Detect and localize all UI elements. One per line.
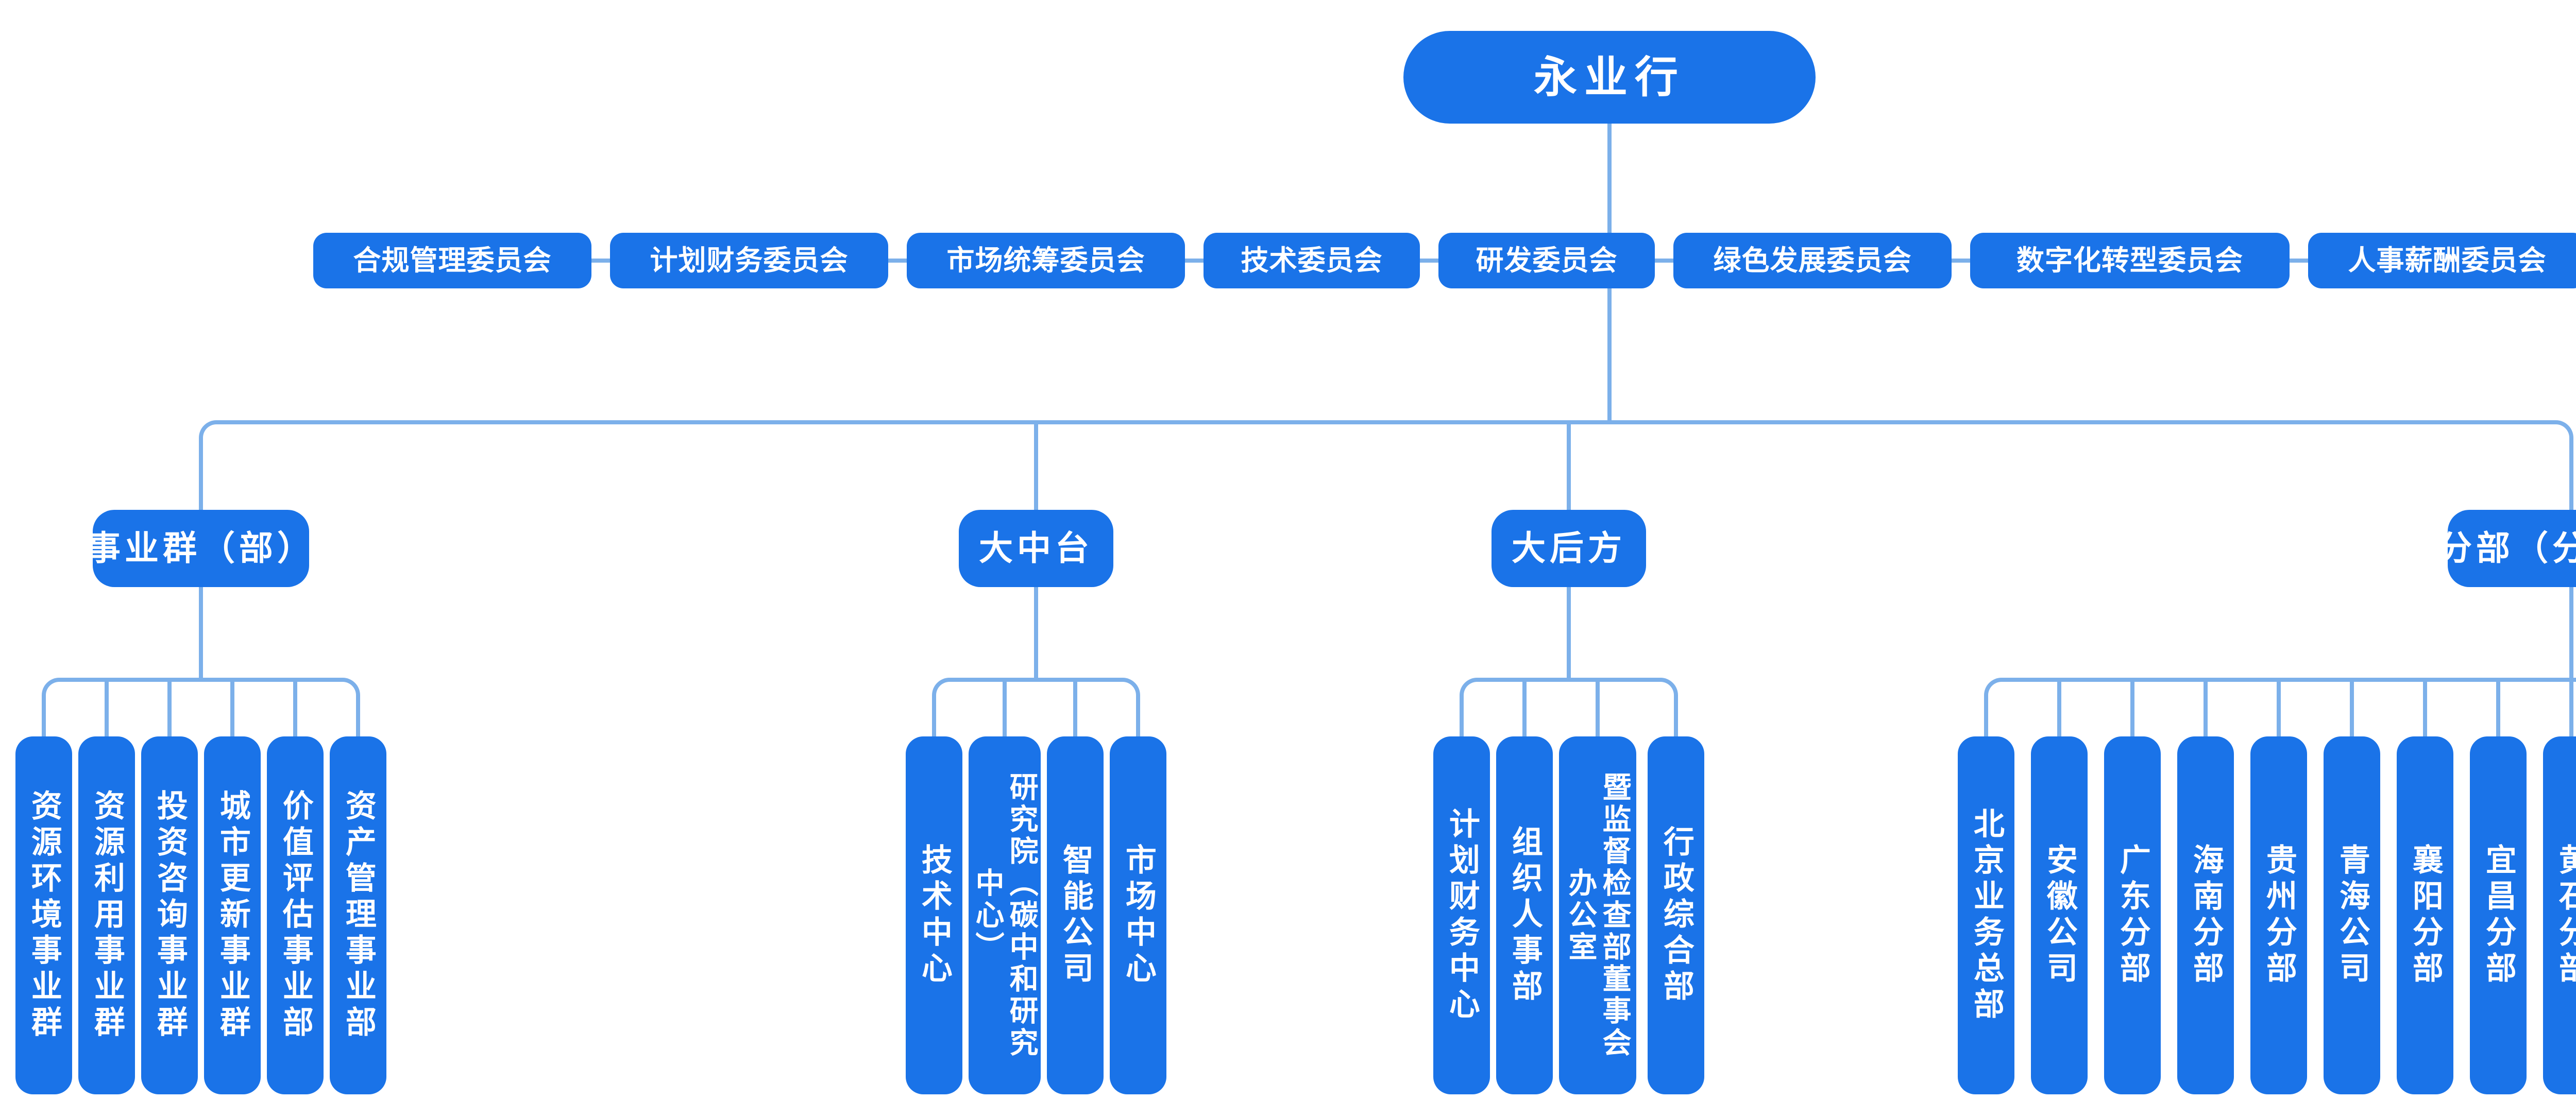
connector-leaf-stem xyxy=(932,697,936,736)
unit-node-4-1[interactable]: 北京业务总部 xyxy=(1958,736,2014,1094)
unit-node-4-3[interactable]: 广东分部 xyxy=(2104,736,2161,1094)
unit-node-2-4[interactable]: 市场中心 xyxy=(1110,736,1166,1094)
connector-leaf-stem xyxy=(2423,680,2427,736)
connector-leaf-stem xyxy=(105,680,109,736)
connector-leaf-bus xyxy=(1477,678,1660,682)
unit-node-4-2[interactable]: 安徽公司 xyxy=(2031,736,2088,1094)
connector-leaf-stem xyxy=(167,680,172,736)
connector-leaf-stem xyxy=(2204,680,2208,736)
group-node-4[interactable]: 分部（分公司） xyxy=(2438,510,2576,587)
unit-node-2-1[interactable]: 技术中心 xyxy=(906,736,962,1094)
committee-node-5[interactable]: 研发委员会 xyxy=(1438,233,1655,288)
connector-group-bus xyxy=(216,420,2556,424)
connector-leaf-stem xyxy=(230,680,234,736)
unit-node-1-4[interactable]: 城市更新事业群 xyxy=(204,736,261,1094)
committee-node-6[interactable]: 绿色发展委员会 xyxy=(1673,233,1952,288)
committee-node-2[interactable]: 计划财务委员会 xyxy=(610,233,888,288)
unit-node-3-1[interactable]: 计划财务中心 xyxy=(1433,736,1490,1094)
root-node[interactable]: 永业行 xyxy=(1403,31,1816,124)
connector-leaf-stem xyxy=(1003,680,1007,736)
connector-committee-link xyxy=(2290,259,2308,263)
connector-committees-to-groups xyxy=(1607,288,1612,422)
connector-elbow-right xyxy=(341,678,360,697)
connector-leaf-stem xyxy=(2277,680,2281,736)
unit-node-4-4[interactable]: 海南分部 xyxy=(2177,736,2234,1094)
connector-elbow-right xyxy=(2554,420,2573,440)
connector-leaf-bus xyxy=(59,678,343,682)
connector-root-to-committees xyxy=(1607,124,1612,261)
connector-leaf-stem xyxy=(356,697,360,736)
committee-node-7[interactable]: 数字化转型委员会 xyxy=(1970,233,2290,288)
connector-group-drop xyxy=(1034,422,1038,510)
unit-node-1-5[interactable]: 价值评估事业部 xyxy=(267,736,324,1094)
connector-leaf-bus xyxy=(950,678,1123,682)
unit-node-1-1[interactable]: 资源环境事业群 xyxy=(15,736,72,1094)
connector-elbow-left xyxy=(199,420,218,440)
unit-node-4-6[interactable]: 青海公司 xyxy=(2324,736,2380,1094)
connector-committee-link xyxy=(1185,259,1204,263)
connector-leaf-stem xyxy=(2350,680,2354,736)
connector-elbow-right xyxy=(1658,678,1678,697)
unit-node-2-2[interactable]: 研究院（碳中和研究中心） xyxy=(969,736,1041,1094)
committee-node-1[interactable]: 合规管理委员会 xyxy=(313,233,591,288)
connector-leaf-stem xyxy=(2057,680,2061,736)
connector-group-stem xyxy=(1034,587,1038,680)
connector-group-drop xyxy=(1567,422,1571,510)
connector-leaf-stem xyxy=(1674,697,1678,736)
connector-elbow-left xyxy=(1460,678,1479,697)
group-node-2[interactable]: 大中台 xyxy=(959,510,1113,587)
connector-elbow-left xyxy=(42,678,61,697)
connector-elbow-left xyxy=(1984,678,2004,697)
committee-node-8[interactable]: 人事薪酬委员会 xyxy=(2308,233,2576,288)
connector-group-drop xyxy=(199,440,203,510)
group-node-3[interactable]: 大后方 xyxy=(1492,510,1646,587)
unit-node-4-9[interactable]: 黄石分部 xyxy=(2543,736,2576,1094)
connector-committee-link xyxy=(1952,259,1970,263)
committee-node-4[interactable]: 技术委员会 xyxy=(1204,233,1420,288)
connector-leaf-stem xyxy=(1073,680,1077,736)
connector-leaf-stem xyxy=(293,680,297,736)
committee-node-3[interactable]: 市场统筹委员会 xyxy=(907,233,1185,288)
connector-committee-link xyxy=(1655,259,1673,263)
connector-group-stem xyxy=(2569,587,2573,680)
connector-leaf-stem xyxy=(1596,680,1600,736)
connector-leaf-stem xyxy=(1136,697,1140,736)
unit-node-1-6[interactable]: 资产管理事业部 xyxy=(330,736,386,1094)
connector-committee-link xyxy=(1420,259,1438,263)
connector-leaf-bus xyxy=(2002,678,2576,682)
unit-node-4-7[interactable]: 襄阳分部 xyxy=(2397,736,2453,1094)
connector-elbow-right xyxy=(1121,678,1140,697)
connector-leaf-stem xyxy=(2569,680,2573,736)
unit-node-3-3[interactable]: 暨监督检查部董事会办公室 xyxy=(1559,736,1636,1094)
connector-leaf-stem xyxy=(2496,680,2500,736)
connector-leaf-stem xyxy=(42,697,46,736)
unit-node-1-3[interactable]: 投资咨询事业群 xyxy=(141,736,198,1094)
unit-node-1-2[interactable]: 资源利用事业群 xyxy=(78,736,135,1094)
unit-node-4-8[interactable]: 宜昌分部 xyxy=(2470,736,2527,1094)
unit-node-2-3[interactable]: 智能公司 xyxy=(1047,736,1104,1094)
connector-leaf-stem xyxy=(2130,680,2134,736)
unit-node-4-5[interactable]: 贵州分部 xyxy=(2250,736,2307,1094)
connector-leaf-stem xyxy=(1984,697,1988,736)
group-node-1[interactable]: 事业群（部） xyxy=(87,510,311,587)
unit-node-3-2[interactable]: 组织人事部 xyxy=(1496,736,1553,1094)
connector-committee-link xyxy=(888,259,907,263)
connector-group-stem xyxy=(199,587,203,680)
connector-leaf-stem xyxy=(1522,680,1527,736)
connector-elbow-left xyxy=(932,678,952,697)
connector-group-drop xyxy=(2569,440,2573,510)
connector-committee-link xyxy=(591,259,610,263)
connector-leaf-stem xyxy=(1460,697,1464,736)
unit-node-3-4[interactable]: 行政综合部 xyxy=(1648,736,1704,1094)
connector-group-stem xyxy=(1567,587,1571,680)
